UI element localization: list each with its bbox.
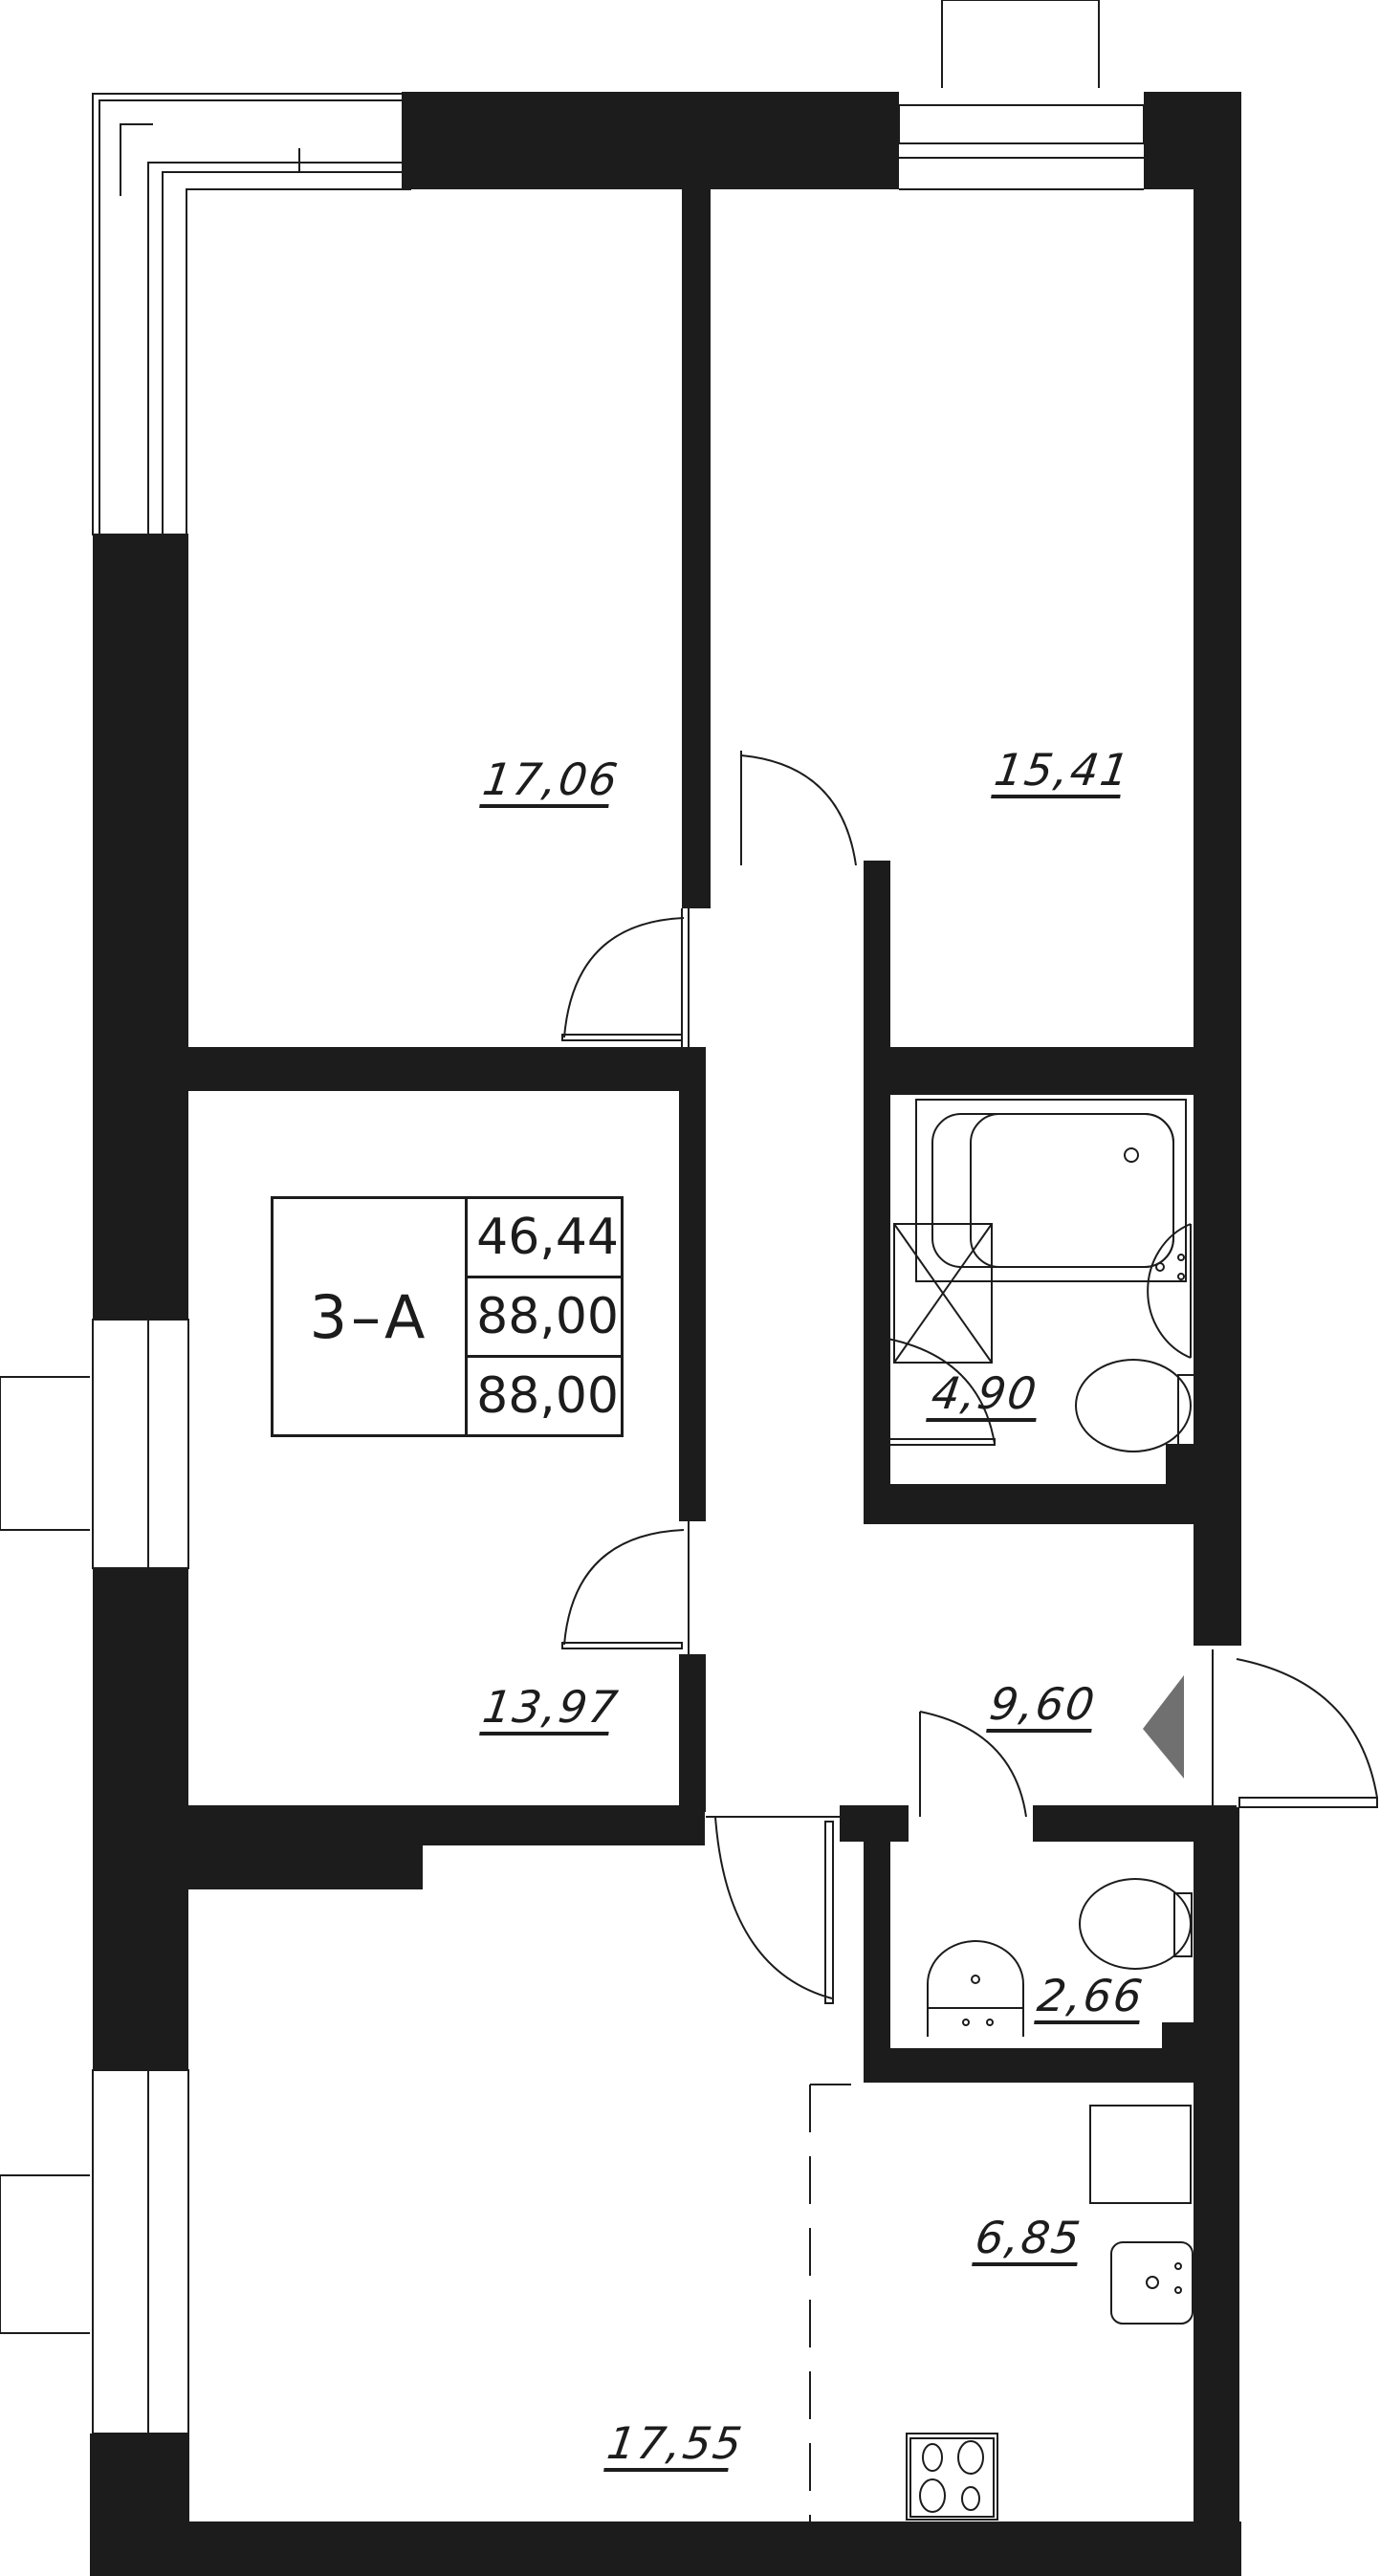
room-area-bathroom: 4,90 [926,1367,1043,1422]
room-area-hallway: 9,60 [986,1678,1100,1733]
entrance-marker-icon [1143,1675,1184,1779]
thin-lines [0,0,1378,2521]
living-area-value: 46,44 [468,1199,621,1278]
room-area-wc: 2,66 [1034,1970,1148,2024]
room-area-bedroom-2: 15,41 [991,744,1134,798]
apartment-stamp: 3–A 46,44 88,00 88,00 [271,1196,624,1437]
total-area-value: 88,00 [468,1278,621,1358]
walls [90,92,1241,2576]
room-area-living-room: 17,55 [603,2417,747,2472]
apartment-code: 3–A [274,1199,468,1434]
room-area-bedroom-1: 17,06 [479,753,623,808]
room-area-bedroom-3: 13,97 [479,1681,623,1736]
total-area-balcony-value: 88,00 [476,1367,619,1425]
room-area-kitchen: 6,85 [972,2212,1085,2266]
